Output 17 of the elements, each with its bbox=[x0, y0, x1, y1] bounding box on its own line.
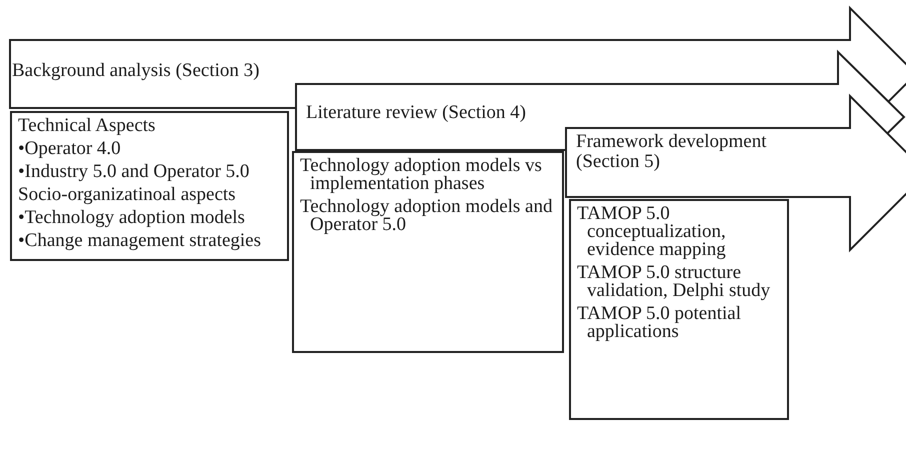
list-item: Technology adoption models vs implementation phases bbox=[300, 157, 543, 193]
list-item: TAMOP 5.0 conceptualization, evidence mapping bbox=[577, 205, 727, 259]
list-item: •Change management strategies bbox=[18, 232, 262, 250]
list-item: Technology adoption models and Operator 5.0 bbox=[300, 198, 554, 234]
content-box bbox=[569, 199, 789, 420]
list-item: •Industry 5.0 and Operator 5.0 bbox=[18, 163, 250, 181]
list-item: TAMOP 5.0 potential applications bbox=[577, 305, 742, 341]
list-item: TAMOP 5.0 structure validation, Delphi study bbox=[577, 264, 772, 300]
content-box bbox=[292, 151, 564, 353]
list-item: •Technology adoption models bbox=[18, 209, 246, 227]
list-item: Technical Aspects bbox=[18, 117, 156, 135]
list-item: •Operator 4.0 bbox=[18, 140, 122, 158]
stage-heading: Literature review (Section 4) bbox=[306, 103, 527, 123]
stage-heading: Framework development (Section 5) bbox=[576, 132, 768, 172]
content-box bbox=[10, 111, 289, 261]
list-item: Socio-organizatinoal aspects bbox=[18, 186, 237, 204]
stage-heading: Background analysis (Section 3) bbox=[12, 61, 260, 81]
